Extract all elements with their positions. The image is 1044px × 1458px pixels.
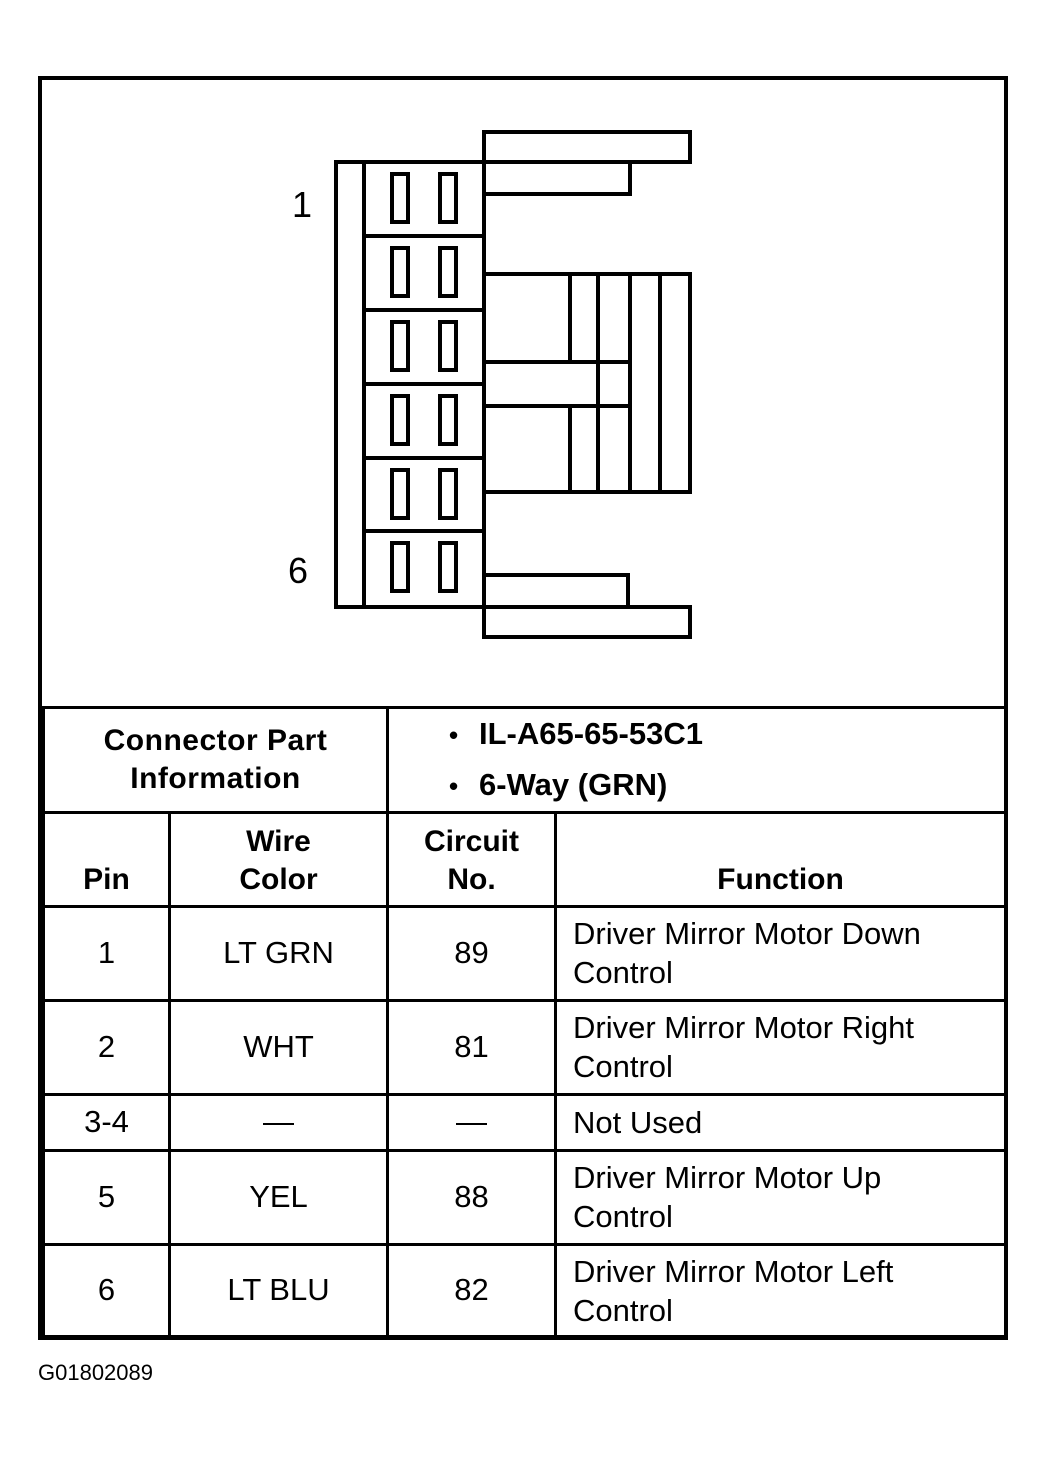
header-wire-color: Wire Color — [168, 812, 389, 908]
header-circuit-no: Circuit No. — [386, 812, 557, 908]
cell-pin: 2 — [42, 998, 171, 1096]
part-number: IL-A65-65-53C1 — [479, 716, 703, 751]
terminal-slots — [390, 172, 458, 593]
connector-diagram: 1 6 — [42, 80, 1004, 706]
pin-1-label: 1 — [292, 184, 313, 225]
cell-circuit: 89 — [386, 904, 557, 1002]
cell-function: Not Used — [554, 1092, 1007, 1152]
table-row: 2 WHT 81 Driver Mirror Motor Right Contr… — [42, 998, 1007, 1096]
cell-wire-color: YEL — [168, 1148, 389, 1246]
function-line1: Driver Mirror Motor Right — [573, 1009, 915, 1045]
function-line2: Control — [573, 1292, 673, 1328]
function-line1: Driver Mirror Motor Down — [573, 915, 921, 951]
cell-pin: 5 — [42, 1148, 171, 1246]
connector-description: 6-Way (GRN) — [479, 767, 668, 802]
cell-pin: 1 — [42, 904, 171, 1002]
center-latch — [482, 272, 692, 494]
housing-back-strip — [334, 160, 366, 609]
cell-circuit: — — [386, 1092, 557, 1152]
function-line2: Control — [573, 954, 673, 990]
header-wire-line2: Color — [239, 862, 318, 896]
connector-face-drawing — [334, 130, 692, 639]
header-circuit-line1: Circuit — [423, 824, 519, 858]
function-line1: Not Used — [573, 1104, 703, 1140]
table-row: 3-4 — — Not Used — [42, 1092, 1007, 1152]
cell-circuit: 81 — [386, 998, 557, 1096]
locking-tabs — [482, 130, 692, 639]
connector-part-info: Connector Part Information • IL-A65-65-53… — [42, 706, 1007, 814]
header-circuit-line2: No. — [447, 862, 496, 896]
cell-function: Driver Mirror Motor Up Control — [554, 1148, 1007, 1246]
header-pin: Pin — [42, 812, 171, 908]
cell-circuit: 88 — [386, 1148, 557, 1246]
table-row: 5 YEL 88 Driver Mirror Motor Up Control — [42, 1148, 1007, 1246]
header-function: Function — [554, 812, 1007, 908]
info-label-line1: Connector Part — [103, 724, 328, 757]
connector-description-item: • 6-Way (GRN) — [449, 760, 1004, 811]
figure-code: G01802089 — [38, 1360, 153, 1385]
cell-function: Driver Mirror Motor Down Control — [554, 904, 1007, 1002]
table-row: 6 LT BLU 82 Driver Mirror Motor Left Con… — [42, 1242, 1007, 1338]
pin-6-label: 6 — [288, 550, 309, 591]
connector-part-info-values: • IL-A65-65-53C1 • 6-Way (GRN) — [386, 706, 1007, 814]
cell-wire-color: — — [168, 1092, 389, 1152]
cell-function: Driver Mirror Motor Right Control — [554, 998, 1007, 1096]
cell-wire-color: LT BLU — [168, 1242, 389, 1338]
cell-circuit: 82 — [386, 1242, 557, 1338]
cell-wire-color: LT GRN — [168, 904, 389, 1002]
cell-pin: 6 — [42, 1242, 171, 1338]
table-row: 1 LT GRN 89 Driver Mirror Motor Down Con… — [42, 904, 1007, 1002]
bullet-icon: • — [449, 720, 459, 750]
header-wire-line1: Wire — [246, 824, 311, 858]
function-line2: Control — [573, 1048, 673, 1084]
pin-assignment-table: Pin Wire Color Circuit No. Function 1 LT… — [42, 812, 1007, 1338]
connector-part-info-label: Connector Part Information — [42, 706, 389, 814]
bullet-icon: • — [449, 771, 459, 801]
cell-function: Driver Mirror Motor Left Control — [554, 1242, 1007, 1338]
cell-pin: 3-4 — [42, 1092, 171, 1152]
cell-wire-color: WHT — [168, 998, 389, 1096]
function-line1: Driver Mirror Motor Left — [573, 1253, 894, 1289]
part-number-item: • IL-A65-65-53C1 — [449, 709, 1004, 760]
connector-frame: 1 6 Connector Part Information • IL-A65-6… — [38, 76, 1008, 1340]
info-label-line2: Information — [130, 762, 301, 795]
pin-table-header: Pin Wire Color Circuit No. Function — [42, 812, 1007, 908]
function-line2: Control — [573, 1198, 673, 1234]
function-line1: Driver Mirror Motor Up — [573, 1159, 882, 1195]
